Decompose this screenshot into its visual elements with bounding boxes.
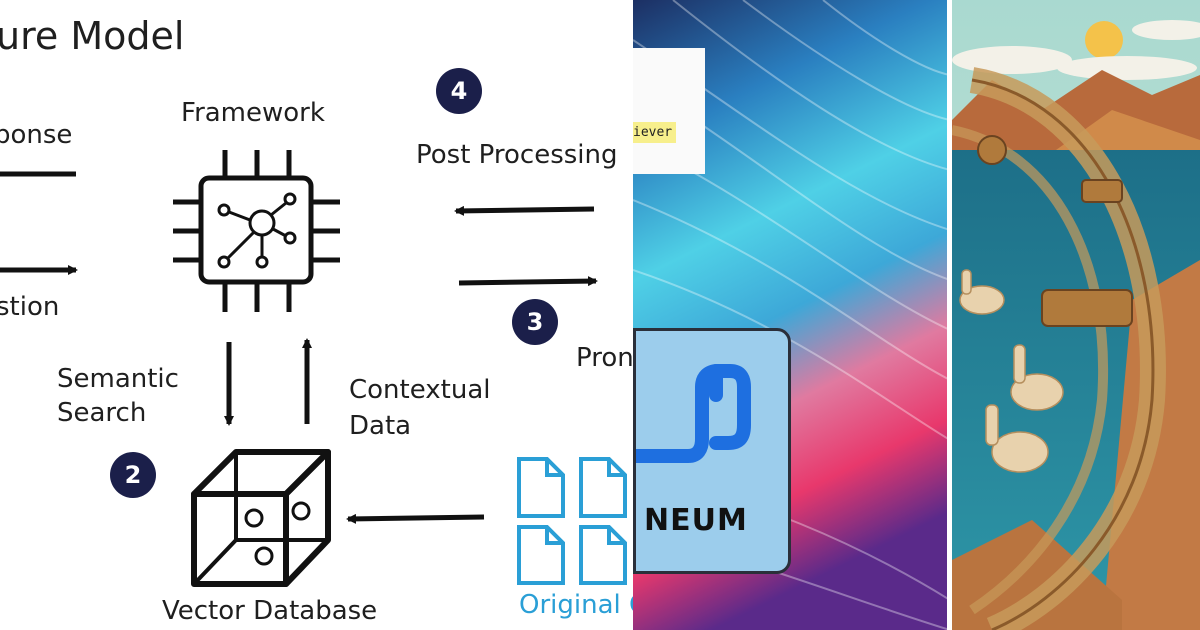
- original-content-label: Original C: [519, 590, 633, 620]
- vector-database-label: Vector Database: [162, 596, 378, 626]
- llama-illustration: [952, 0, 1200, 630]
- illustration-scene: [952, 0, 1200, 630]
- neum-banner: iever NEUM: [633, 0, 950, 630]
- post-processing-arrow: [454, 205, 595, 216]
- neum-logo-icon: [636, 364, 751, 463]
- step-2-badge: 2: [110, 452, 156, 498]
- prompt-label: Pron: [576, 343, 633, 373]
- step-4-badge: 4: [436, 68, 482, 114]
- question-label: stion: [0, 292, 60, 322]
- ring-structure: [952, 67, 1166, 630]
- panel-divider: [947, 0, 952, 630]
- diagram-title: ure Model: [0, 14, 185, 58]
- document-icons: [517, 457, 627, 585]
- framework-chip-icon: [173, 150, 340, 312]
- clouds: [952, 20, 1200, 80]
- contextual-data-label: Contextual Data: [349, 375, 491, 441]
- response-label: ponse: [0, 120, 73, 150]
- llama-icons: [959, 269, 1064, 473]
- machinery: [977, 135, 1133, 327]
- code-tag: iever: [633, 122, 677, 143]
- sun-icon: [1085, 21, 1123, 59]
- original-content-arrow: [346, 513, 485, 524]
- neum-brand-text: NEUM: [644, 503, 748, 538]
- post-processing-label: Post Processing: [416, 140, 618, 170]
- step-3-badge: 3: [512, 299, 558, 345]
- architecture-diagram: ure Model ponse stion Framework Post Pro…: [0, 14, 633, 626]
- neum-logo-card: NEUM: [633, 328, 791, 574]
- code-snippet-card: [633, 48, 705, 174]
- prompt-arrow: [458, 276, 598, 287]
- vector-database-cube-icon: [191, 449, 331, 587]
- framework-label: Framework: [181, 98, 325, 128]
- diagram-graphics: [0, 150, 627, 587]
- semantic-search-label: Semantic Search: [57, 364, 179, 428]
